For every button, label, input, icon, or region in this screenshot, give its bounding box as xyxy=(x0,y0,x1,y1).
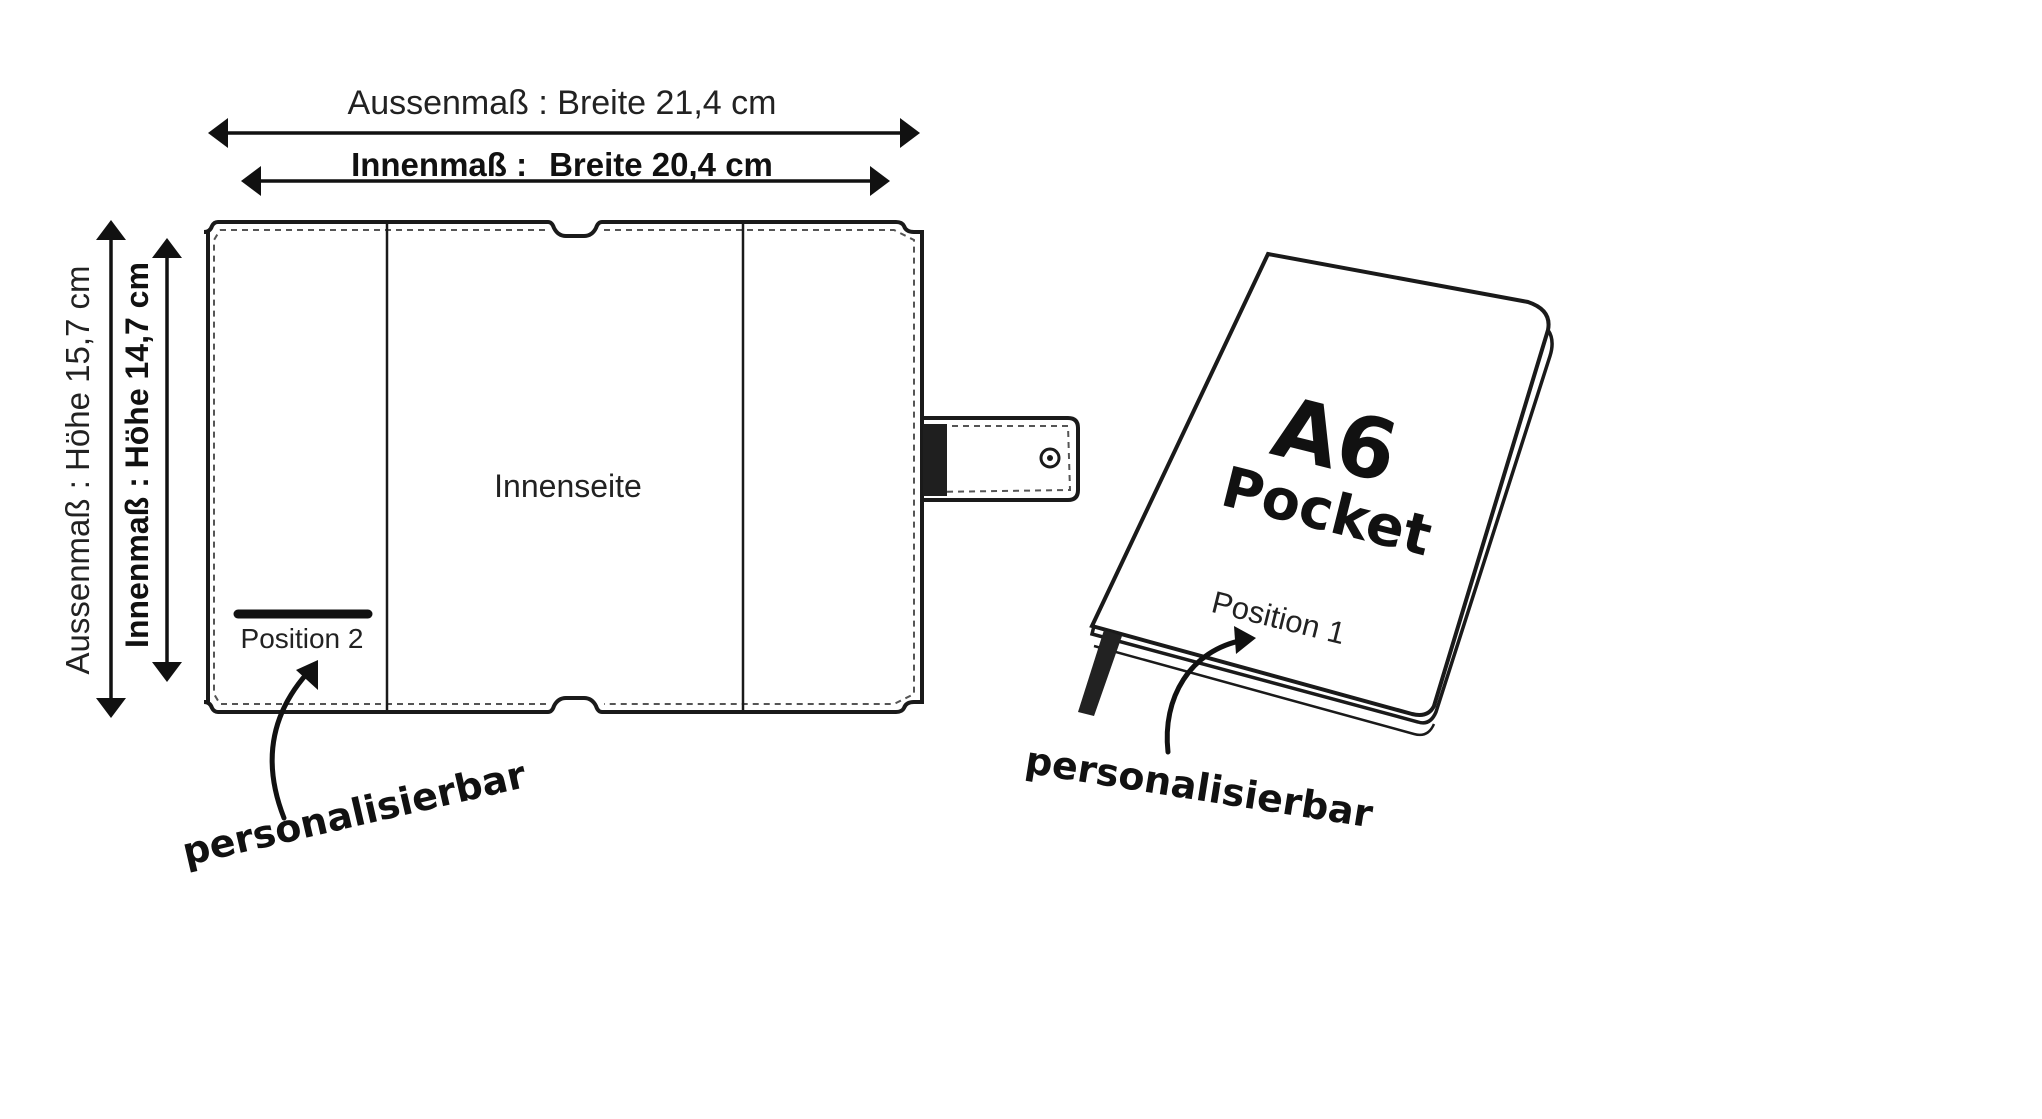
outer-width-label: Aussenmaß : Breite 21,4 cm xyxy=(348,84,777,122)
cover-personalize-label: personalisierbar xyxy=(178,752,530,874)
notebook-illustration xyxy=(1089,251,1554,737)
outer-width-arrow xyxy=(208,118,920,148)
inner-height-label: Innenmaß : Höhe 14,7 cm xyxy=(119,262,155,648)
inside-label: Innenseite xyxy=(494,468,642,504)
inner-width-arrow xyxy=(241,166,890,196)
pen-loop xyxy=(923,424,947,496)
ribbon-bookmark xyxy=(1078,630,1122,716)
inner-height-arrow xyxy=(152,238,182,682)
inner-width-prefix: Innenmaß : xyxy=(351,146,527,183)
inner-width-label: Innenmaß : Breite 20,4 cm xyxy=(351,146,773,183)
inner-width-value: Breite 20,4 cm xyxy=(549,146,773,183)
closure-strap xyxy=(920,416,1080,502)
cover-pointer-arrow xyxy=(269,660,318,821)
outer-height-arrow xyxy=(96,220,126,718)
notebook-pointer-arrow xyxy=(1164,626,1256,755)
notebook-personalize-label: personalisierbar xyxy=(1022,738,1376,836)
position-2-label: Position 2 xyxy=(241,623,364,654)
outer-height-label: Aussenmaß : Höhe 15,7 cm xyxy=(59,265,96,674)
